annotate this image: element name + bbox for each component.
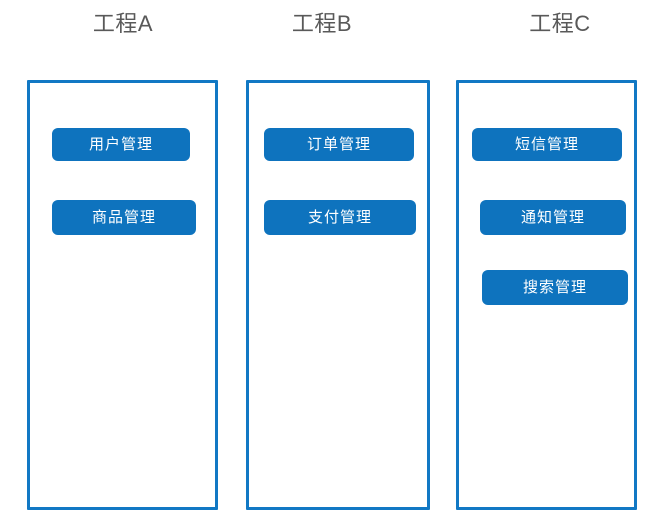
module-button[interactable]: 通知管理	[480, 200, 626, 235]
column-title-1: 工程A	[92, 11, 154, 36]
module-button[interactable]: 商品管理	[52, 200, 196, 235]
column-title-3: 工程C	[529, 11, 591, 36]
module-button[interactable]: 短信管理	[472, 128, 622, 161]
module-button[interactable]: 支付管理	[264, 200, 416, 235]
module-button[interactable]: 订单管理	[264, 128, 414, 161]
column-title-2: 工程B	[291, 11, 353, 36]
module-button[interactable]: 搜索管理	[482, 270, 628, 305]
module-button[interactable]: 用户管理	[52, 128, 190, 161]
